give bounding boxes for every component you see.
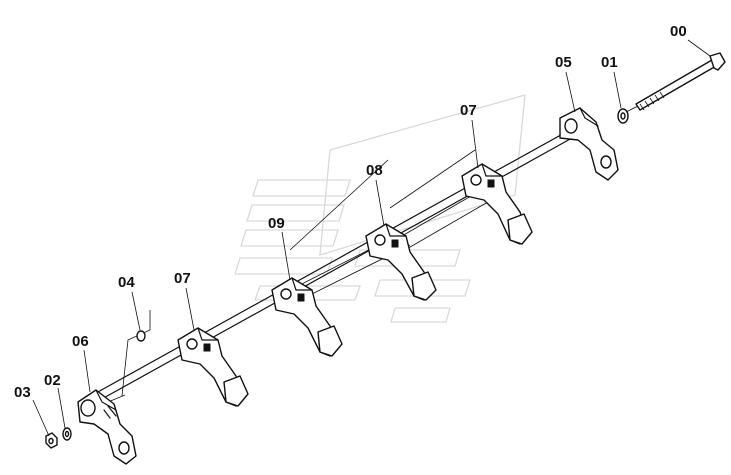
washer-part-02 [62, 427, 72, 441]
bracket-part-06 [77, 389, 137, 465]
label-ring-04: 04 [118, 274, 135, 291]
label-nut-03: 03 [14, 384, 31, 401]
ring-part-04 [136, 330, 146, 342]
label-rocker-lower-07: 07 [174, 270, 191, 287]
rocker-arm-part-09 [271, 277, 343, 357]
rocker-arm-part-08 [365, 223, 437, 301]
label-rocker-08: 08 [366, 162, 383, 179]
label-bracket-06: 06 [72, 333, 89, 350]
label-washer-01: 01 [601, 54, 618, 71]
rocker-shaft [95, 120, 591, 401]
bracket-part-05 [559, 107, 619, 181]
label-bolt-00: 00 [670, 23, 687, 40]
rocker-arm-upper [461, 163, 533, 245]
label-rocker-09: 09 [268, 215, 285, 232]
nut-part-03 [45, 432, 58, 449]
washer-part-01 [617, 108, 629, 124]
leader-lines [32, 39, 711, 437]
label-washer-02: 02 [44, 372, 61, 389]
watermark-logo [234, 94, 526, 323]
rocker-arm-lower [177, 327, 249, 407]
bolt-part-00 [635, 52, 726, 111]
label-rocker-upper-07: 07 [460, 102, 477, 119]
label-bracket-05: 05 [555, 54, 572, 71]
